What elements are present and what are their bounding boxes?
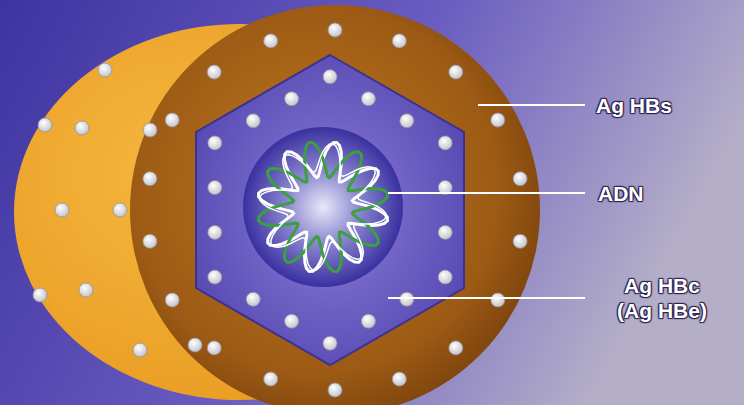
surface-dot: [323, 70, 337, 84]
surface-dot: [79, 283, 93, 297]
surface-dot: [165, 113, 179, 127]
dna-strands: [259, 143, 388, 272]
surface-dot: [361, 92, 375, 106]
surface-dot: [361, 314, 375, 328]
surface-dot: [208, 136, 222, 150]
surface-dot: [449, 65, 463, 79]
part-label: ADN: [598, 181, 738, 206]
surface-dot: [513, 234, 527, 248]
surface-dot: [208, 270, 222, 284]
surface-dot: [33, 288, 47, 302]
surface-dot: [143, 234, 157, 248]
surface-dot: [438, 225, 452, 239]
surface-dot: [113, 203, 127, 217]
surface-dot: [165, 293, 179, 307]
surface-dot: [449, 341, 463, 355]
surface-dots: [33, 23, 527, 397]
surface-dot: [207, 65, 221, 79]
surface-dot: [98, 63, 112, 77]
surface-dot: [133, 343, 147, 357]
surface-dot: [208, 181, 222, 195]
surface-dot: [285, 314, 299, 328]
surface-dot: [400, 114, 414, 128]
surface-dot: [491, 113, 505, 127]
surface-dot: [143, 172, 157, 186]
surface-dot: [75, 121, 89, 135]
dna-strand: [259, 143, 388, 272]
surface-dot: [264, 372, 278, 386]
dna-strand: [260, 144, 386, 270]
leader-line: [478, 104, 585, 106]
leader-line: [388, 297, 585, 299]
surface-dot: [438, 270, 452, 284]
surface-dot: [438, 136, 452, 150]
surface-dot: [143, 123, 157, 137]
core-circle: [243, 127, 403, 287]
envelope-sphere: [130, 5, 540, 405]
surface-dot: [207, 341, 221, 355]
surface-dot: [328, 383, 342, 397]
surface-dot: [246, 114, 260, 128]
surface-dot: [328, 23, 342, 37]
surface-dot: [323, 336, 337, 350]
surface-dot: [513, 172, 527, 186]
surface-dot: [246, 292, 260, 306]
surface-dot: [285, 92, 299, 106]
surface-dot: [264, 34, 278, 48]
part-label: Ag HBc (Ag HBe): [612, 273, 712, 323]
surface-dot: [491, 293, 505, 307]
surface-dot: [392, 372, 406, 386]
capsid-hexagon: [196, 55, 464, 365]
surface-dot: [392, 34, 406, 48]
surface-dot: [38, 118, 52, 132]
dna-strand: [259, 143, 388, 272]
surface-dot: [208, 225, 222, 239]
leader-line: [388, 192, 585, 194]
surface-dot: [188, 338, 202, 352]
surface-dot: [55, 203, 69, 217]
part-label: Ag HBs: [596, 93, 736, 118]
surface-dot: [400, 292, 414, 306]
